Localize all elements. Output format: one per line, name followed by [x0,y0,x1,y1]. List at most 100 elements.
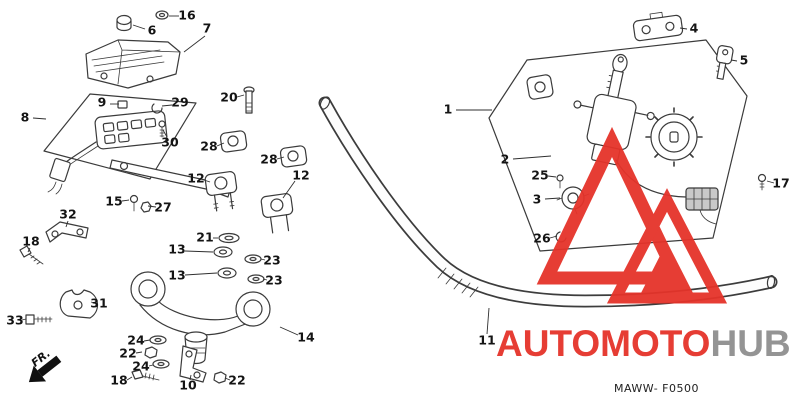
part-label-28: 28 [260,152,277,167]
leader-line-4 [679,27,688,30]
leader-line-8 [32,117,47,120]
switch-housing [94,110,168,150]
leader-line-12 [203,179,211,183]
leader-line-18 [27,247,31,253]
nut-22 [213,371,227,384]
part-label-16: 16 [178,8,196,23]
left-brackets [19,221,99,325]
part-label-27: 27 [154,200,171,215]
part-label-18: 18 [22,234,39,249]
key-5 [715,45,734,80]
wire-connector [49,157,71,183]
switch-cap [645,107,703,167]
part-label-1: 1 [444,102,453,117]
part-label-2: 2 [501,152,510,167]
knurl-marks [437,267,479,298]
part-label-7: 7 [203,21,212,36]
screw-17 [757,173,767,191]
leader-line-10 [189,374,192,381]
part-label-21: 21 [196,230,213,245]
part-label-12: 12 [292,168,309,183]
part-label-29: 29 [171,95,188,110]
leader-line-2 [512,155,552,160]
part-label-10: 10 [179,378,197,393]
part-label-8: 8 [21,110,30,125]
clamp-29 [151,103,163,114]
part-label-32: 32 [59,207,76,222]
part-label-3: 3 [533,192,542,207]
part-label-30: 30 [161,135,179,150]
switch-harness-assembly [43,93,231,213]
bolt-33 [25,314,53,325]
ignition-group-outline [488,39,748,252]
part-label-13: 13 [168,268,185,283]
part-label-11: 11 [478,333,495,348]
upper-holder [219,130,248,153]
lower-holder [204,171,238,212]
bracket-4 [632,11,684,42]
watermark-text-gray: HUB [710,323,790,364]
part-label-25: 25 [531,168,548,183]
top-bridge [130,271,271,365]
bracket-10 [179,345,207,383]
leader-line-26 [549,235,558,239]
leader-line-22 [224,377,231,381]
nut-22 [144,346,158,359]
leader-line-22 [135,351,143,354]
leader-line-25 [547,175,557,178]
leader-line-23 [262,278,268,281]
part-label-28: 28 [200,139,217,154]
part-label-12: 12 [187,171,204,186]
part-label-20: 20 [220,90,238,105]
fr-direction-arrow: FR. [29,347,62,383]
leader-line-6 [132,24,146,30]
leader-line-30 [162,129,168,138]
leader-line-23 [260,258,266,261]
part-label-31: 31 [90,296,107,311]
leader-line-24 [143,339,151,342]
part-label-23: 23 [265,273,282,288]
leader-line-27 [147,205,157,208]
part-label-24: 24 [127,333,145,348]
handlebar-holders [204,86,308,234]
watermark-logo [536,126,728,304]
leader-line-13 [184,272,218,276]
leader-line-15 [121,199,130,202]
bolt-15 [129,194,139,212]
part-label-17: 17 [772,176,789,191]
leader-line-11 [486,307,490,335]
part-label-13: 13 [168,242,185,257]
leader-line-31 [90,301,96,304]
bottom-fasteners [131,335,227,384]
bolt-20 [243,86,255,114]
lower-holder [260,193,294,234]
part-label-4: 4 [690,21,699,36]
screw-30 [158,120,166,138]
part-label-15: 15 [105,194,122,209]
leader-line-32 [65,220,69,228]
leader-line-12 [282,180,296,199]
part-label-6: 6 [148,23,157,38]
washers-and-bushings [213,232,265,284]
watermark-text: AUTOMOTOHUB [496,323,791,364]
leader-line-24 [148,364,154,367]
leader-line-7 [183,35,206,53]
leader-line-18 [126,376,133,381]
clamp-31 [59,289,99,319]
part-label-23: 23 [263,253,280,268]
bolt-18 [19,245,44,265]
rubber-mount [526,74,554,100]
upper-cover-assembly [85,10,181,89]
part-label-18: 18 [110,373,127,388]
leader-line-28 [276,156,285,160]
watermark: AUTOMOTOHUB [496,126,791,364]
leader-line-17 [766,180,775,184]
leader-line-5 [730,59,738,62]
leader-line-14 [279,326,299,336]
nut-27 [140,201,152,213]
screw-25 [556,174,564,189]
leader-line-29 [161,104,173,107]
upper-holder [279,145,308,168]
